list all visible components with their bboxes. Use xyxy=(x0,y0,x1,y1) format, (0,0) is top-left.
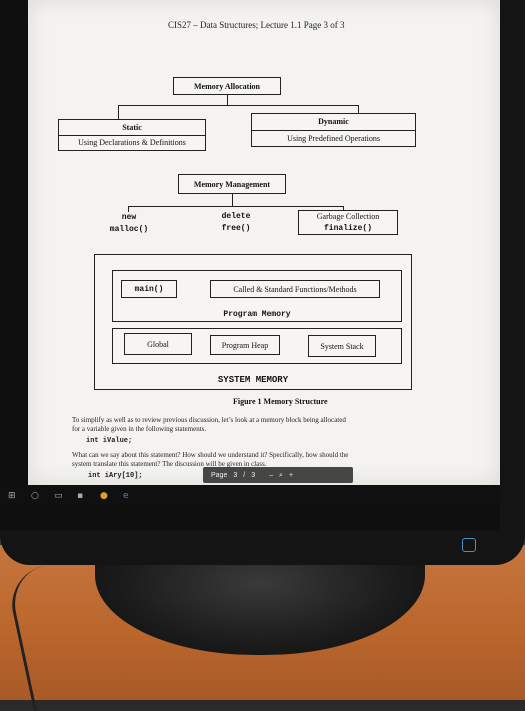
figure-caption: Figure 1 Memory Structure xyxy=(233,397,328,406)
new-label: new xyxy=(121,213,137,223)
current-page[interactable]: 3 xyxy=(233,471,238,479)
delete-free-box: delete free() xyxy=(200,210,272,235)
finalize-label: finalize() xyxy=(323,223,372,233)
connector-line xyxy=(343,206,344,210)
connector-line xyxy=(227,95,228,105)
body-line-1: To simplify as well as to review previou… xyxy=(72,416,346,424)
zoom-in-button[interactable]: + xyxy=(288,471,294,479)
memory-management-box: Memory Management xyxy=(178,174,286,194)
code-line-2: int iAry[10]; xyxy=(88,472,143,480)
figure-caption-text: Figure 1 Memory Structure xyxy=(233,397,328,406)
store-icon[interactable]: ▪ xyxy=(77,490,84,501)
zoom-out-button[interactable]: – xyxy=(269,471,274,479)
dynamic-box: Dynamic Using Predefined Operations xyxy=(251,113,416,147)
zoom-search-icon[interactable]: ⌕ xyxy=(279,470,283,479)
pdf-page: CIS27 – Data Structures; Lecture 1.1 Pag… xyxy=(28,0,500,485)
garbage-collection-box: Garbage Collection finalize() xyxy=(298,210,398,235)
connector-line xyxy=(232,194,233,206)
page-header: CIS27 – Data Structures; Lecture 1.1 Pag… xyxy=(168,20,345,30)
static-subtitle: Using Declarations & Definitions xyxy=(78,138,186,148)
free-label: free() xyxy=(221,224,251,234)
dynamic-title: Dynamic xyxy=(252,114,415,131)
main-box: main() xyxy=(121,280,177,298)
code-line-1: int iValue; xyxy=(86,437,133,445)
search-icon[interactable]: ○ xyxy=(31,490,39,501)
monitor-bezel: CIS27 – Data Structures; Lecture 1.1 Pag… xyxy=(0,0,525,565)
monitor-screen: CIS27 – Data Structures; Lecture 1.1 Pag… xyxy=(0,0,500,505)
static-box: Static Using Declarations & Definitions xyxy=(58,119,206,151)
new-malloc-box: new malloc() xyxy=(93,212,165,235)
edge-icon[interactable]: e xyxy=(123,490,129,501)
body-line-3: What can we say about this statement? Ho… xyxy=(72,451,349,459)
pdf-page-toolbar: Page 3 / 3 – ⌕ + xyxy=(203,467,353,483)
dynamic-subtitle: Using Predefined Operations xyxy=(287,133,380,143)
body-line-4: system translate this statement? The dis… xyxy=(72,460,267,468)
page-label: Page xyxy=(211,471,228,479)
body-line-2: for a variable given in the following st… xyxy=(72,425,207,433)
connector-line xyxy=(118,105,358,106)
system-memory-label: SYSTEM MEMORY xyxy=(217,375,289,385)
delete-label: delete xyxy=(221,211,251,221)
called-functions-box: Called & Standard Functions/Methods xyxy=(210,280,380,298)
total-pages: 3 xyxy=(251,471,256,479)
page-separator: / xyxy=(243,471,246,479)
taskbar: ⊞ ○ ▭ ▪ ● e xyxy=(0,487,500,505)
file-explorer-icon[interactable]: ▭ xyxy=(54,490,63,501)
connector-line xyxy=(358,105,359,113)
windows-icon[interactable]: ⊞ xyxy=(8,490,16,501)
static-title: Static xyxy=(59,120,205,136)
monitor-tray-icon xyxy=(462,538,476,552)
connector-line xyxy=(118,105,119,119)
gc-label: Garbage Collection xyxy=(316,212,380,222)
malloc-label: malloc() xyxy=(109,224,149,234)
memory-allocation-box: Memory Allocation xyxy=(173,77,281,95)
app-icon[interactable]: ● xyxy=(100,490,108,501)
program-memory-label: Program Memory xyxy=(223,310,291,319)
program-heap-box: Program Heap xyxy=(210,335,280,355)
connector-line xyxy=(128,206,129,212)
system-stack-box: System Stack xyxy=(308,335,376,357)
global-box: Global xyxy=(124,333,192,355)
connector-line xyxy=(128,206,343,207)
